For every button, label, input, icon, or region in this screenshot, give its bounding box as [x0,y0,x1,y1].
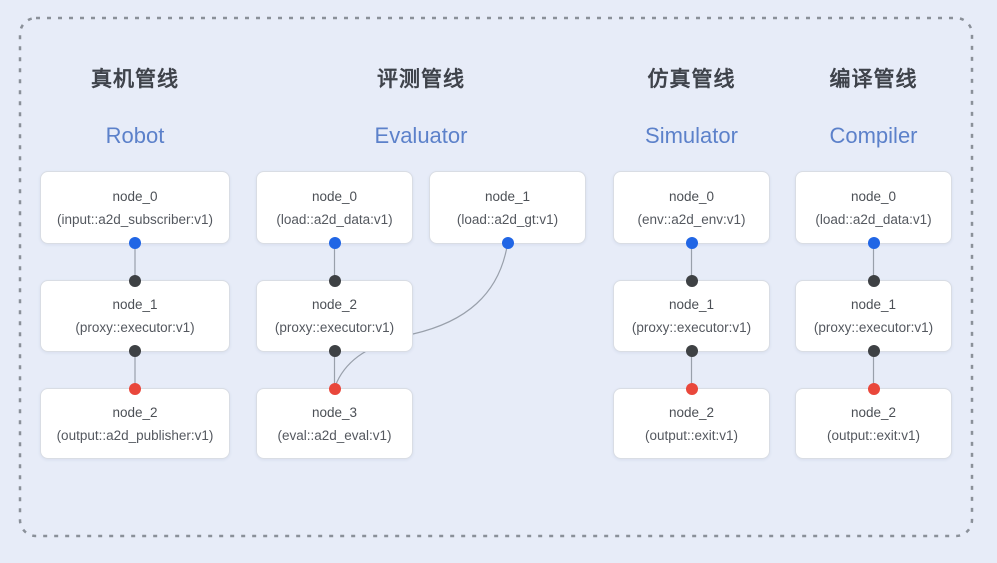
node-card-evaluator-0: node_0 (load::a2d_data:v1) [256,171,413,249]
pipeline-subtitle-evaluator: Evaluator [374,123,468,148]
port-out-dot [685,345,698,357]
port-in-dot [328,383,341,395]
node-type: (output::a2d_publisher:v1) [56,427,214,443]
node-name: node_2 [112,404,158,420]
pipeline-title-robot: 真机管线 [91,68,179,91]
port-in-dot [685,275,698,287]
node-card-robot-1: node_1 (proxy::executor:v1) [40,275,230,357]
port-out-dot [328,345,341,357]
node-name: node_1 [112,297,158,312]
pipeline-subtitle-robot: Robot [105,123,165,148]
dashed-border [18,16,974,538]
node-type: (load::a2d_data:v1) [815,211,932,227]
node-type: (proxy::executor:v1) [813,320,934,335]
node-type: (proxy::executor:v1) [75,320,195,335]
pipeline-subtitle-simulator: Simulator [645,123,738,148]
pipeline-title-compiler: 编译管线 [829,68,918,91]
node-type: (load::a2d_gt:v1) [456,211,559,227]
port-in-dot [328,275,341,287]
port-in-dot [685,383,698,395]
node-card-robot-0: node_0 (input::a2d_subscriber:v1) [40,171,230,249]
node-name: node_3 [311,404,358,420]
node-name: node_0 [668,188,715,204]
port-out-dot [129,237,141,249]
node-card-compiler-0: node_0 (load::a2d_data:v1) [795,171,952,249]
port-out-dot [129,345,141,357]
node-name: node_1 [484,188,531,204]
node-card-simulator-1: node_1 (proxy::executor:v1) [613,275,770,357]
node-name: node_2 [850,404,897,420]
node-card-simulator-0: node_0 (env::a2d_env:v1) [613,171,770,249]
node-type: (proxy::executor:v1) [274,320,395,335]
node-name: node_2 [311,297,358,312]
node-type: (load::a2d_data:v1) [276,211,393,227]
port-out-dot [501,237,514,249]
node-card-compiler-2: node_2 (output::exit:v1) [795,383,952,459]
port-in-dot [129,275,141,287]
port-out-dot [867,345,880,357]
node-type: (env::a2d_env:v1) [637,211,746,227]
pipeline-title-evaluator: 评测管线 [377,68,465,91]
node-card-evaluator-1: node_1 (load::a2d_gt:v1) [429,171,586,249]
node-card-simulator-2: node_2 (output::exit:v1) [613,383,770,459]
port-out-dot [685,237,698,249]
node-type: (output::exit:v1) [644,427,739,443]
edge-curve [333,243,509,389]
node-name: node_0 [311,188,358,204]
pipeline-subtitle-compiler: Compiler [829,123,918,148]
node-card-robot-2: node_2 (output::a2d_publisher:v1) [40,383,230,459]
node-name: node_1 [668,297,715,312]
port-out-dot [867,237,880,249]
node-type: (eval::a2d_eval:v1) [277,427,392,443]
port-in-dot [129,383,141,395]
node-card-compiler-1: node_1 (proxy::executor:v1) [795,275,952,357]
node-card-evaluator-2: node_2 (proxy::executor:v1) [256,275,413,357]
node-name: node_0 [850,188,897,204]
port-in-dot [867,275,880,287]
pipeline-title-simulator: 仿真管线 [647,68,736,91]
node-type: (input::a2d_subscriber:v1) [56,211,214,227]
node-name: node_1 [850,297,897,312]
node-card-evaluator-3: node_3 (eval::a2d_eval:v1) [256,383,413,459]
port-out-dot [328,237,341,249]
node-type: (output::exit:v1) [826,427,921,443]
node-name: node_2 [668,404,715,420]
node-type: (proxy::executor:v1) [631,320,752,335]
node-name: node_0 [112,188,158,204]
port-in-dot [867,383,880,395]
